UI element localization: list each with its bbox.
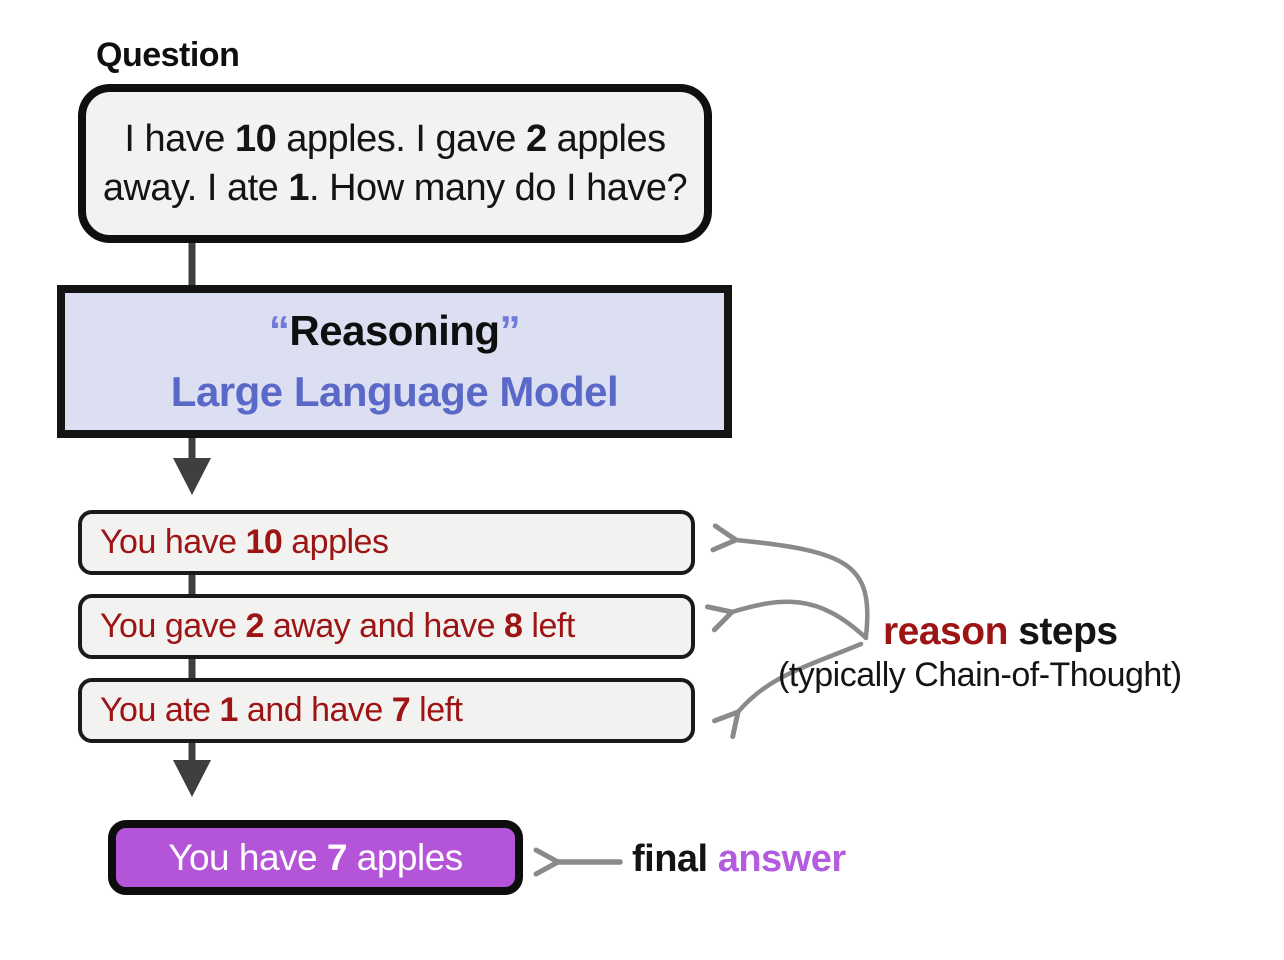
- reasoning-title: “Reasoning”: [268, 306, 521, 354]
- reason-step-3: You ate 1 and have 7 left: [78, 678, 695, 743]
- reason-step-2-text: You gave 2 away and have 8 left: [100, 607, 575, 645]
- final-answer-label: final answer: [632, 838, 846, 880]
- arrowhead-steps-to-final: [173, 760, 211, 797]
- reason-step-1-text: You have 10 apples: [100, 523, 389, 561]
- curved-arrow-to-step3: [712, 641, 864, 739]
- curved-arrow-to-step1: [710, 523, 870, 639]
- question-box: I have 10 apples. I gave 2 apples away. …: [78, 84, 712, 243]
- question-text-line1: I have 10 apples. I gave 2 apples: [124, 117, 666, 160]
- chain-of-thought-subtitle: (typically Chain-of-Thought): [778, 656, 1182, 694]
- llm-subtitle: Large Language Model: [170, 367, 619, 415]
- final-answer-text: You have 7 apples: [168, 836, 463, 878]
- reasoning-llm-box: “Reasoning” Large Language Model: [57, 285, 732, 438]
- question-text-line2: away. I ate 1. How many do I have?: [102, 166, 688, 209]
- reason-step-2: You gave 2 away and have 8 left: [78, 594, 695, 659]
- final-answer-box: You have 7 apples: [108, 820, 523, 895]
- reason-step-1: You have 10 apples: [78, 510, 695, 575]
- question-label: Question: [96, 36, 240, 74]
- reason-step-3-text: You ate 1 and have 7 left: [100, 691, 463, 729]
- curved-arrow-to-step2: [704, 599, 869, 641]
- reason-steps-label: reason steps: [883, 610, 1118, 653]
- arrowhead-llm-to-steps: [173, 458, 211, 495]
